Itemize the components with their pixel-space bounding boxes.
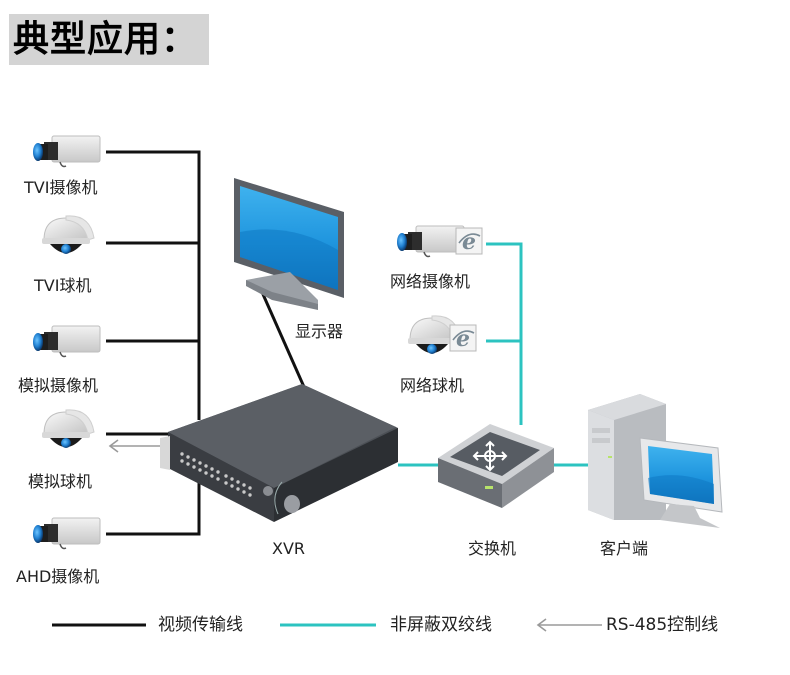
utp-lines [398, 242, 592, 467]
label-ip-dome: 网络球机 [400, 376, 465, 395]
label-xvr: XVR [272, 539, 306, 558]
legend-rs485-line-swatch [536, 618, 602, 632]
page-title: 典型应用： [9, 14, 209, 65]
ip-camera-ie-icon [455, 227, 483, 256]
video-line-tvi-camera [106, 150, 201, 420]
utp-line-ip-camera [486, 242, 523, 425]
label-analog-dome: 模拟球机 [28, 472, 93, 491]
ahd-camera-icon [32, 517, 101, 550]
label-switch: 交换机 [468, 539, 517, 558]
legend-video-line-label: 视频传输线 [158, 615, 243, 635]
tvi-dome-icon [41, 215, 95, 255]
xvr-icon [160, 384, 398, 522]
label-tvi-camera: TVI摄像机 [24, 178, 98, 197]
rs485-line-analog-dome [108, 439, 168, 453]
video-line-ahd-camera [106, 480, 201, 536]
label-ahd-camera: AHD摄像机 [16, 567, 100, 586]
legend-utp-line-label: 非屏蔽双绞线 [390, 615, 492, 635]
analog-camera-icon [32, 325, 101, 358]
ip-dome-ie-icon [449, 324, 477, 353]
page-title-text: 典型应用： [13, 18, 199, 60]
client-pc-icon [588, 394, 723, 528]
label-monitor: 显示器 [295, 322, 344, 341]
ip-camera-icon [396, 225, 465, 258]
label-ip-camera: 网络摄像机 [390, 272, 471, 291]
legend-rs485-line-label: RS-485控制线 [606, 615, 719, 635]
analog-dome-icon [41, 409, 95, 449]
legend [52, 618, 602, 632]
label-client: 客户端 [600, 539, 649, 558]
label-analog-camera: 模拟摄像机 [18, 376, 99, 395]
label-tvi-dome: TVI球机 [34, 276, 92, 295]
switch-icon [438, 424, 554, 508]
monitor-icon [234, 178, 344, 310]
tvi-camera-icon [32, 135, 101, 168]
